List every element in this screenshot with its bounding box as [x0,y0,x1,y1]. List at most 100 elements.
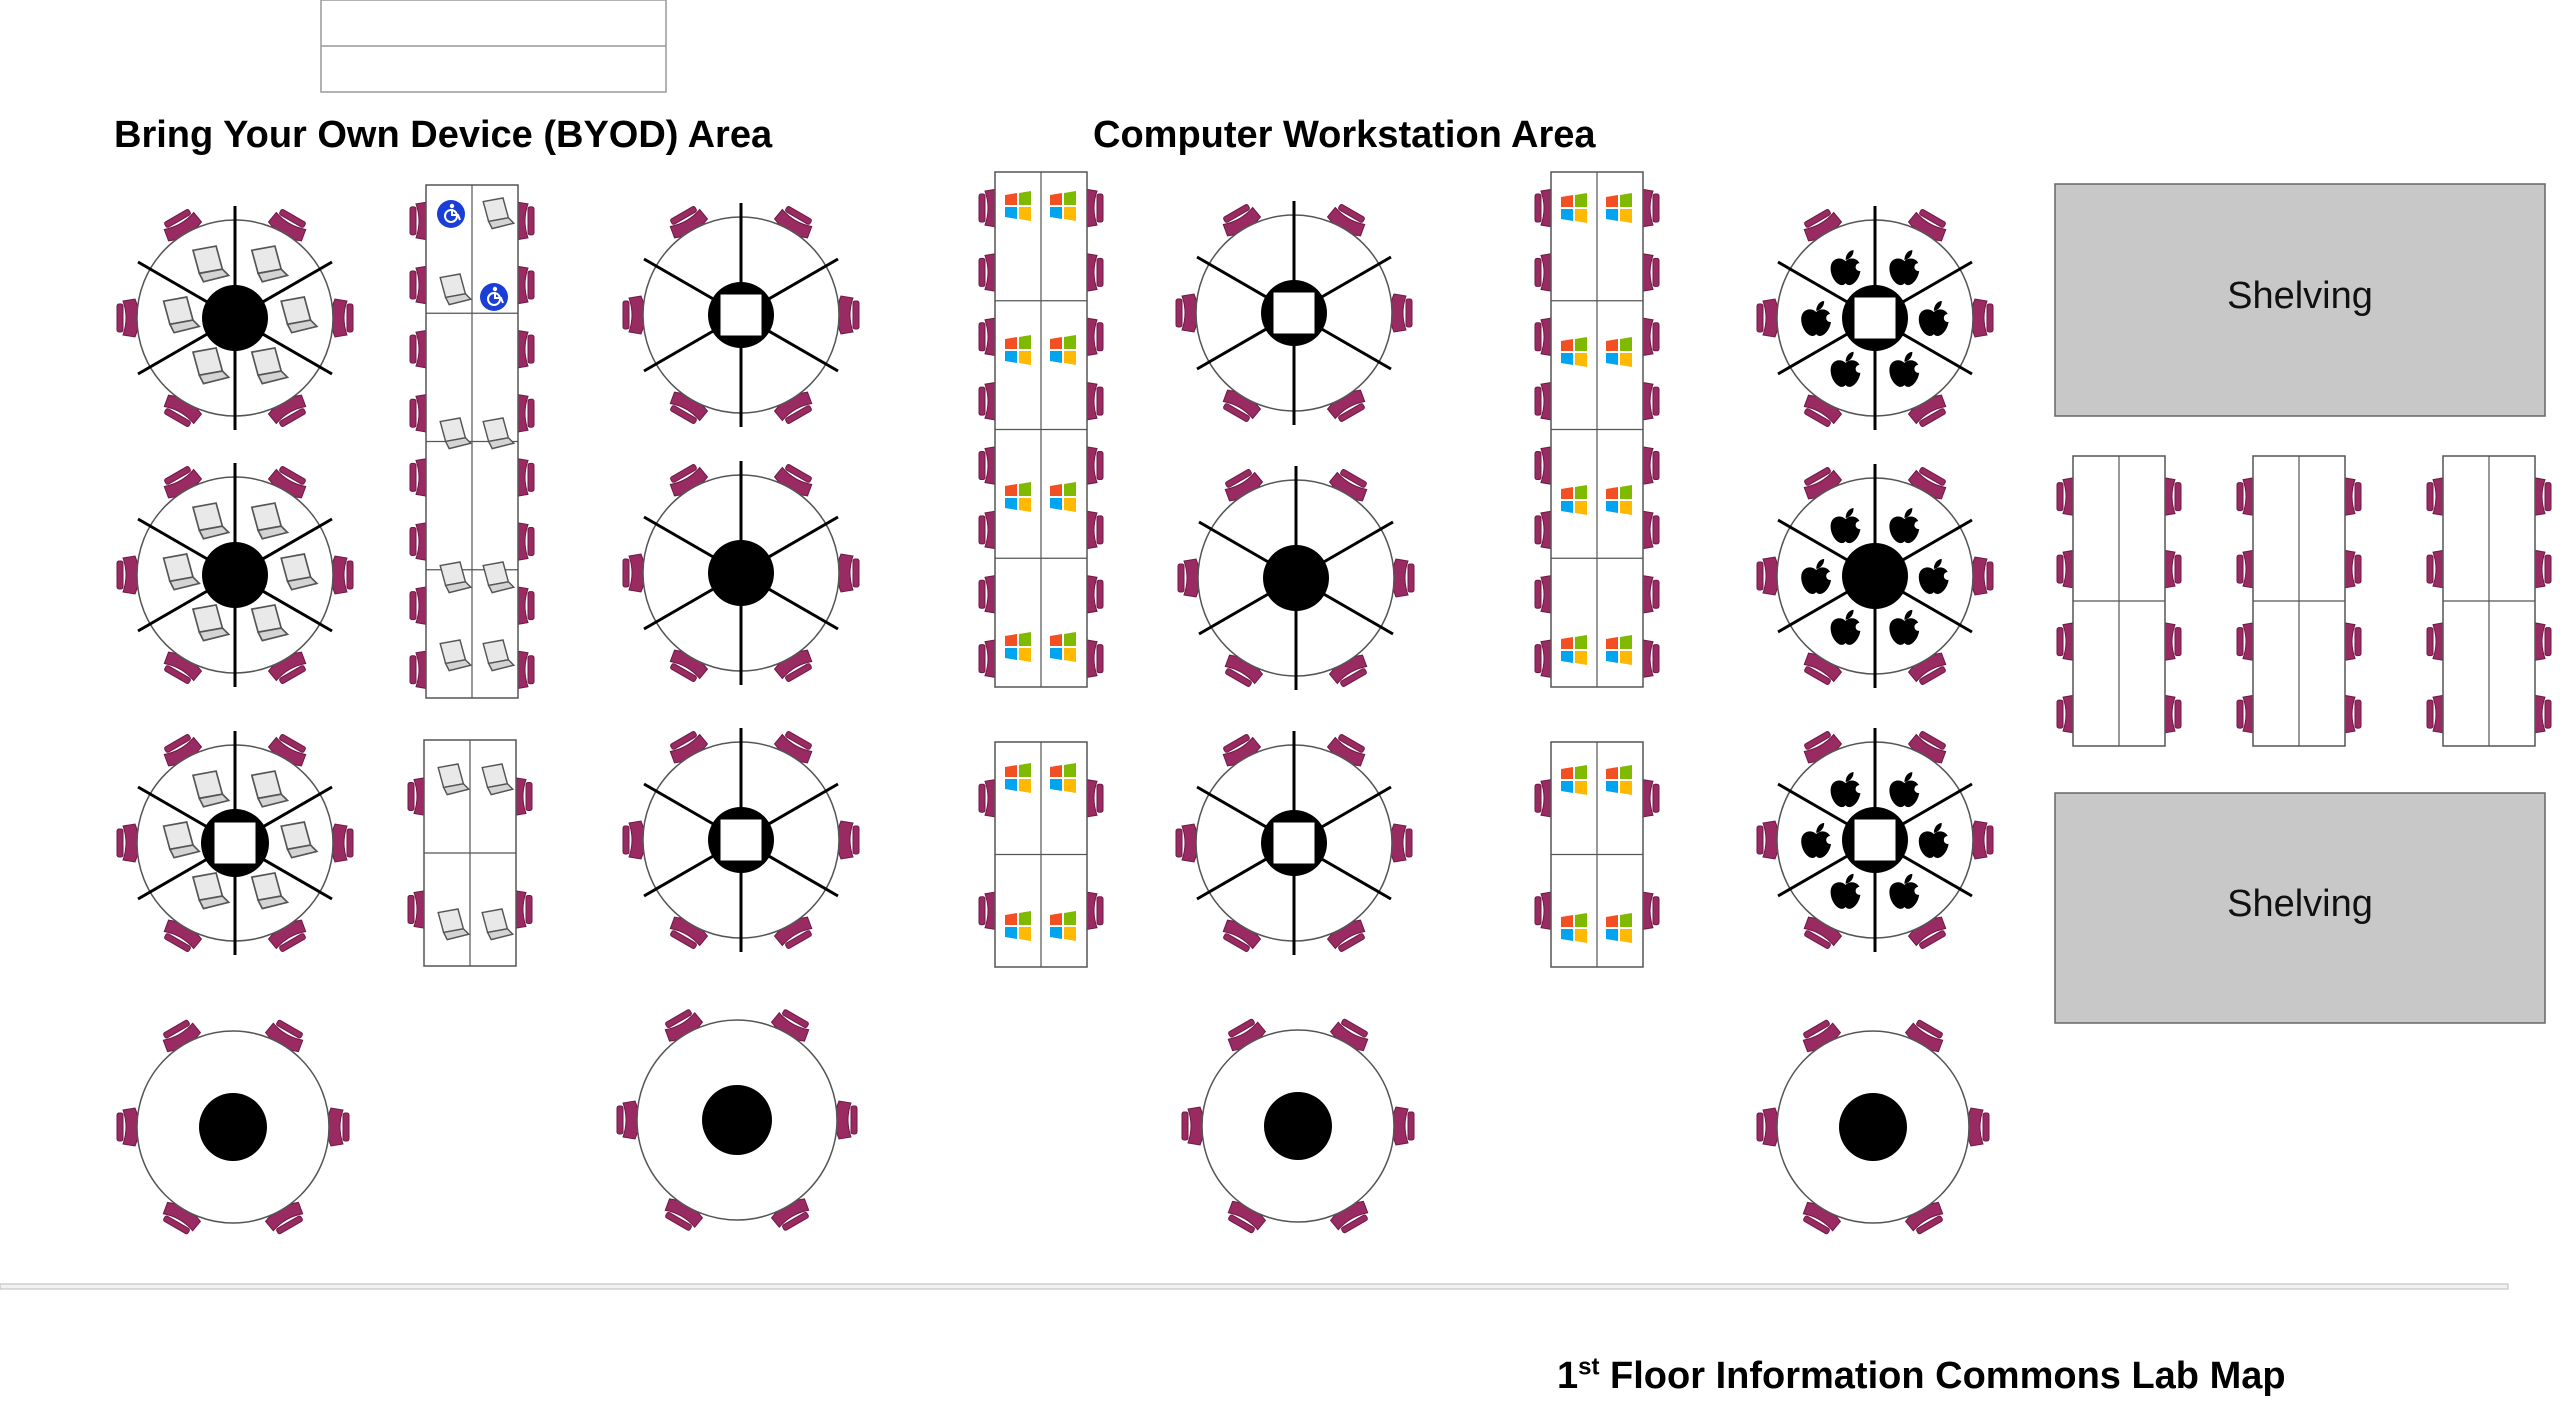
chair-back [1534,451,1542,481]
laptop-base [486,783,515,796]
chair-back [1534,896,1542,926]
round-table [116,1019,350,1235]
accessible-icon [480,283,508,311]
chair [116,1107,140,1147]
chair-back [2354,627,2362,657]
apple-leaf [1904,873,1913,884]
chair [1328,654,1368,687]
apple-body [1801,567,1832,594]
chair-back [1096,322,1104,352]
apple-logo-icon [1830,609,1864,645]
chair-back [1986,303,1994,333]
chair-back [1096,193,1104,223]
chair-back [279,933,306,952]
chair-back [1982,1112,1990,1142]
round-table [1756,206,1994,430]
chair-back [1405,298,1413,328]
chair [1803,731,1843,764]
laptop-icon [191,245,231,283]
chair-back [2174,627,2182,657]
chair [1391,558,1415,598]
windows-logo-icon [1005,191,1031,221]
windows-logo-icon [1050,482,1076,512]
apple-body [1830,882,1861,909]
laptop-base [487,437,516,450]
desk-column [2236,455,2362,747]
windows-pane-blue [1561,929,1573,941]
windows-pane-yellow [1019,351,1031,365]
apple-bite [1914,622,1923,631]
windows-pane-blue [1561,781,1573,793]
shelving-label-bottom: Shelving [2227,883,2373,925]
laptop-icon [439,561,473,594]
windows-pane-green [1620,193,1632,207]
chair-back [2056,699,2064,729]
apple-logo-icon [1918,559,1952,594]
windows-logo-icon [1050,911,1076,941]
laptop-icon [191,603,231,642]
chair-back [782,1009,809,1029]
chair [616,1100,640,1140]
chair-back [978,451,986,481]
windows-logo-icon [1050,191,1076,221]
laptop-icon [250,770,290,808]
windows-pane-blue [1050,351,1062,363]
chair-back [163,1215,190,1235]
windows-pane-green [1019,632,1031,646]
table-hub [702,1085,772,1155]
chair-back [346,828,354,858]
apple-leaf [1845,609,1854,620]
chair-back [1534,193,1542,223]
chair [1222,204,1262,237]
chair-back [2236,699,2244,729]
windows-pane-red [1005,337,1017,349]
windows-pane-blue [1005,779,1017,791]
chair-back [279,466,306,485]
chair-back [1919,467,1946,486]
desk-column [2426,455,2552,747]
chair-back [1652,515,1660,545]
apple-body [1889,882,1920,909]
windows-pane-green [1575,765,1587,779]
chair-back [1804,930,1831,949]
chair [163,466,203,499]
map-title-number: 1 [1557,1355,1579,1397]
chair-back [1407,563,1415,593]
chair-back [1096,644,1104,674]
laptop-base [486,928,515,941]
windows-pane-green [1620,913,1632,927]
chair-back [407,895,415,924]
chair-back [116,828,124,858]
laptop-icon [280,553,319,591]
chair-back [164,209,191,228]
chair-back [409,655,417,685]
round-table [1756,728,1994,952]
apple-logo-icon [1889,609,1923,645]
laptop-icon [162,553,201,591]
chair [1907,652,1947,685]
laptop-icon [250,871,290,910]
windows-pane-green [1575,193,1587,207]
windows-pane-red [1050,913,1062,925]
laptop-base [168,319,201,334]
byod-area-title: Bring Your Own Device (BYOD) Area [114,114,773,156]
laptop-icon [280,296,319,334]
windows-pane-red [1606,195,1618,207]
windows-pane-blue [1606,209,1618,221]
windows-pane-yellow [1620,501,1632,515]
chair-back [1338,403,1365,422]
chair-back [2544,554,2552,584]
chair-back [1916,1019,1943,1039]
windows-pane-red [1050,337,1062,349]
chair-back [1338,734,1365,753]
laptop-base [444,437,473,450]
desk-column [409,184,535,699]
chair-back [527,334,535,364]
chair [326,1107,350,1147]
windows-logo-icon [1005,911,1031,941]
chair-back [1919,209,1946,228]
table-hub [708,540,774,606]
chair-back [2174,554,2182,584]
chair-back [409,527,417,557]
